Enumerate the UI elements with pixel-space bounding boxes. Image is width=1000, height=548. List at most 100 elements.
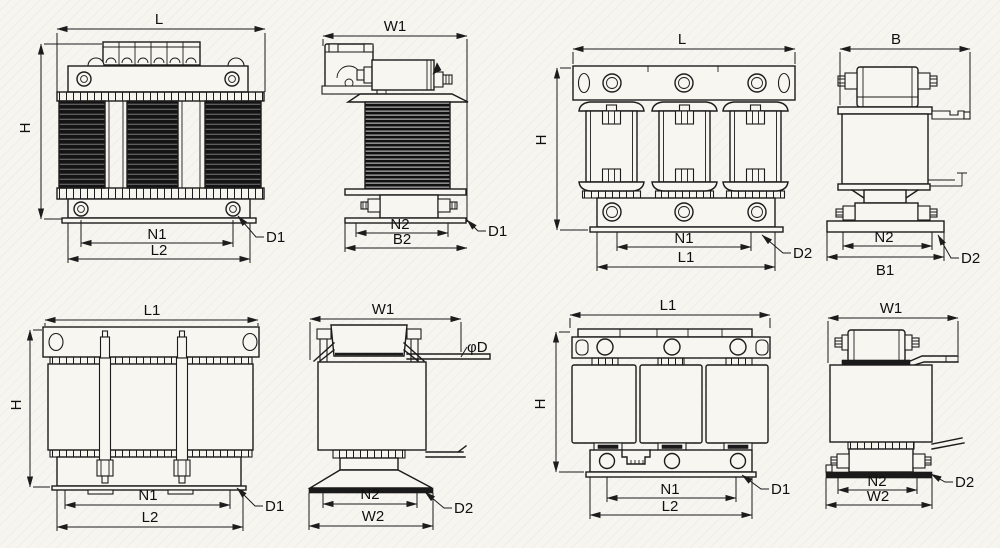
dim-label-top: L1 xyxy=(144,302,161,319)
top-flare-clamp xyxy=(345,93,469,103)
dim-label-inner: N1 xyxy=(674,230,693,247)
terminal-block xyxy=(102,41,201,66)
dim-height: H xyxy=(17,43,102,220)
hole-callout: D1 xyxy=(236,487,284,515)
terminal-block-side xyxy=(837,66,938,115)
dim-depth: B xyxy=(839,31,971,114)
dim-slot-span: N2 xyxy=(837,473,918,494)
bottom-clamp-band xyxy=(847,441,915,450)
view-top-left-front: L H N1 L2 D1 xyxy=(17,11,285,263)
hole-diameter-label: D2 xyxy=(793,245,812,262)
dim-label-outer: L2 xyxy=(151,242,168,259)
hole-callout: D1 xyxy=(466,219,507,240)
hole-diameter-label: D2 xyxy=(454,500,473,517)
view-top-right-side: B N2 B1 D2 xyxy=(826,31,980,279)
dim-label-top: L xyxy=(155,11,163,28)
dim-label-outer: L2 xyxy=(662,498,679,515)
lower-lead-rod xyxy=(425,445,467,458)
dim-base-depth: W2 xyxy=(825,478,933,509)
dim-hole-span: N1 xyxy=(616,230,752,251)
hole-callout: D2 xyxy=(424,491,473,517)
top-clamp-block xyxy=(725,357,753,366)
winding-coils xyxy=(58,100,262,189)
terminal-block-side xyxy=(313,324,425,363)
dim-width: W1 xyxy=(322,18,468,222)
dim-label-outer: W2 xyxy=(362,508,385,525)
hole-diameter-label: D1 xyxy=(771,481,790,498)
dim-label-outer: W2 xyxy=(867,488,890,505)
core-body-side xyxy=(317,361,427,451)
core-limb-side xyxy=(356,59,453,91)
dim-height: H xyxy=(533,67,588,231)
view-top-right-front: L H N1 L1 D2 xyxy=(533,31,812,271)
dim-label-inner: N2 xyxy=(390,216,409,233)
view-top-middle-side: W1 N2 B2 D1 xyxy=(321,18,507,252)
dim-width: L1 xyxy=(569,297,771,328)
hole-callout: D1 xyxy=(741,474,790,498)
foot-assembly xyxy=(307,457,434,494)
bottom-frame-bar xyxy=(589,197,784,233)
dim-slot-span: N2 xyxy=(355,216,449,237)
dim-base-width: L2 xyxy=(589,477,753,519)
hole-diameter-label: D2 xyxy=(961,250,980,267)
hole-callout: D2 xyxy=(930,473,974,491)
dim-width: W1 xyxy=(827,300,959,363)
dim-width: L xyxy=(572,31,796,64)
top-clamp-block xyxy=(591,357,619,366)
bottom-clamp-slots xyxy=(593,442,753,451)
view-bottom-right-side: W1 N2 W2 D2 xyxy=(825,300,974,509)
dim-label-outer: L2 xyxy=(142,509,159,526)
dim-label-top: W1 xyxy=(372,301,395,318)
dim-label-top: L xyxy=(678,31,686,48)
lower-terminal-lug xyxy=(931,437,965,450)
bottom-clamp-band xyxy=(332,449,406,459)
dim-width: L1 xyxy=(44,302,259,326)
top-frame-bar xyxy=(572,65,796,101)
dim-label-inner: N2 xyxy=(874,229,893,246)
dim-label-height: H xyxy=(532,399,549,410)
dim-label-inner: N2 xyxy=(360,486,379,503)
core-body-side xyxy=(829,364,933,443)
dim-label-outer: B1 xyxy=(876,262,894,279)
tie-rod-right xyxy=(173,330,191,484)
top-frame-bar xyxy=(42,326,260,358)
lower-clamp xyxy=(826,183,945,233)
coil-cylinders xyxy=(578,101,789,199)
hole-diameter-label: D2 xyxy=(955,474,974,491)
terminal-block-side xyxy=(834,329,920,366)
dim-label-inner: N2 xyxy=(867,473,886,490)
dim-slot-span: N2 xyxy=(842,229,933,250)
core-body xyxy=(47,363,254,451)
upper-terminal-lug xyxy=(931,110,971,120)
view-bottom-middle-side: φD W1 N2 W2 D2 xyxy=(307,301,491,530)
top-clamp-block xyxy=(657,357,685,366)
hole-callout: D2 xyxy=(761,234,812,262)
pointer-arrow xyxy=(432,62,442,75)
winding-coil-side xyxy=(364,101,451,190)
bottom-clamp-band xyxy=(49,449,253,458)
dim-label-top: W1 xyxy=(384,18,407,35)
hole-callout: D2 xyxy=(937,234,980,267)
view-bottom-right-front: L1 H N1 L2 D1 xyxy=(532,297,790,519)
dim-height: H xyxy=(8,329,50,488)
dim-label-height: H xyxy=(533,135,550,146)
dim-hole-span: N1 xyxy=(80,220,234,247)
tie-rod-left xyxy=(96,330,114,484)
dim-label-inner: N1 xyxy=(147,226,166,243)
view-bottom-left-front: L1 H N1 L2 D1 xyxy=(8,302,284,531)
top-mounting-plate xyxy=(67,57,249,93)
hole-diameter-label: D1 xyxy=(265,498,284,515)
lead-conductor-rod xyxy=(406,353,491,360)
middle-terminal-lug xyxy=(928,172,967,187)
dim-label-outer: L1 xyxy=(678,249,695,266)
lead-diameter-label: φD xyxy=(467,339,488,356)
top-clamp-band xyxy=(56,91,265,102)
dim-label-top: B xyxy=(891,31,901,48)
dim-width: L xyxy=(56,11,266,92)
bottom-frame-bar xyxy=(585,449,757,478)
foot-assembly xyxy=(825,448,933,479)
coil-blocks xyxy=(571,364,769,444)
dim-label-inner: N1 xyxy=(138,487,157,504)
dim-width: W1 xyxy=(309,301,462,360)
